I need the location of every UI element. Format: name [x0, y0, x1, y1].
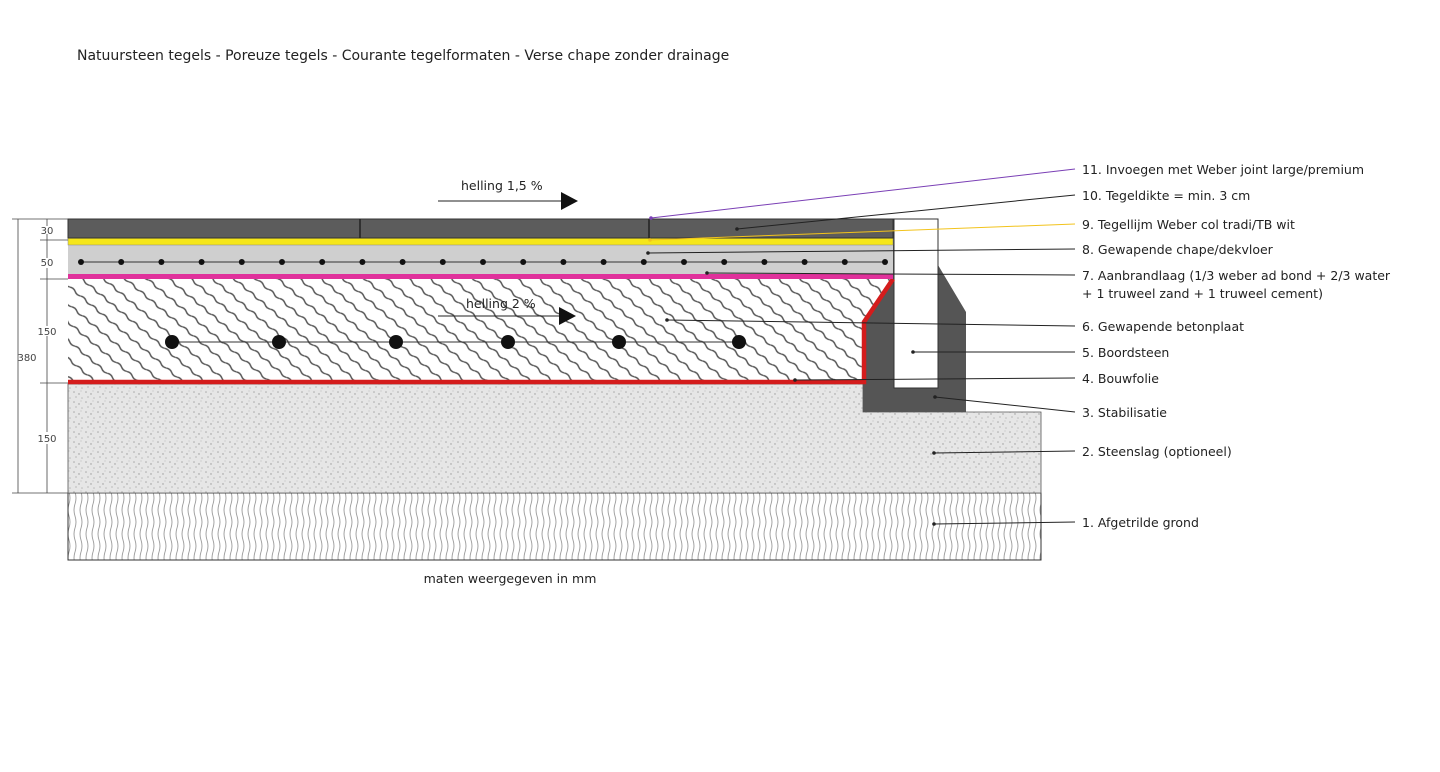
rebar-dot	[600, 259, 607, 265]
rebar-dot	[681, 259, 687, 265]
slab-rebar-dots	[165, 335, 746, 349]
leader-line	[666, 319, 1076, 327]
leader-arrowhead	[705, 271, 709, 275]
rebar-dot	[319, 259, 326, 265]
leader-arrowhead	[932, 451, 936, 455]
rebar-dot	[272, 335, 286, 349]
rebar-dot	[198, 259, 205, 265]
layer-ground	[67, 492, 1042, 561]
label-8-screed: 8. Gewapende chape/dekvloer	[1082, 242, 1274, 257]
label-7-bond-coat-line2: + 1 truweel zand + 1 truweel cement)	[1082, 286, 1323, 301]
arrow-right-icon	[561, 192, 578, 210]
leader-arrowhead	[649, 216, 653, 220]
leader-line	[706, 272, 1076, 276]
rebar-dot	[78, 259, 84, 265]
leader-line	[649, 223, 1076, 241]
label-11-grout: 11. Invoegen met Weber joint large/premi…	[1082, 162, 1364, 177]
layer-adhesive	[67, 237, 894, 246]
leader-arrowhead	[793, 378, 797, 382]
leader-line	[647, 248, 1076, 254]
layer-foil	[68, 277, 895, 385]
label-10-tile-thickness: 10. Tegeldikte = min. 3 cm	[1082, 188, 1250, 203]
screed-rebar-dots	[78, 259, 888, 265]
rebar-dot	[439, 259, 446, 265]
label-9-tile-adhesive: 9. Tegellijm Weber col tradi/TB wit	[1082, 217, 1295, 232]
rebar-dot	[165, 335, 179, 349]
layer-screed	[68, 245, 893, 274]
rebar-dot	[801, 259, 808, 265]
leader-line	[736, 194, 1076, 230]
kerb-stone	[893, 218, 939, 389]
rebar-dot	[612, 335, 626, 349]
leader-arrowhead	[932, 522, 936, 526]
rebar-dot	[359, 259, 366, 265]
rebar-dot	[560, 259, 567, 265]
label-5-kerb: 5. Boordsteen	[1082, 345, 1169, 360]
rebar-dot	[118, 259, 125, 265]
label-1-ground: 1. Afgetrilde grond	[1082, 515, 1199, 530]
footnote: maten weergegeven in mm	[424, 571, 597, 586]
rebar-dot	[882, 259, 888, 265]
rebar-dot	[732, 335, 746, 349]
label-2-gravel: 2. Steenslag (optioneel)	[1082, 444, 1232, 459]
leader-line	[933, 521, 1076, 525]
label-3-stabilisation: 3. Stabilisatie	[1082, 405, 1167, 420]
leader-arrowhead	[911, 350, 915, 354]
rebar-dot	[238, 259, 245, 265]
rebar-dot	[501, 335, 515, 349]
slope-label-top: helling 1,5 %	[461, 178, 543, 193]
dim-slab: 150	[37, 327, 56, 338]
layer-tiles	[67, 218, 894, 239]
leader-line	[650, 168, 1076, 219]
leader-arrowhead	[646, 251, 650, 255]
rebar-dot	[399, 259, 406, 265]
dim-total: 380	[17, 353, 36, 364]
dim-screed: 50	[41, 258, 54, 269]
dimension-lines	[12, 218, 68, 494]
layer-bond-coat	[68, 274, 893, 279]
leader-arrowhead	[735, 227, 739, 231]
rebar-dot	[279, 259, 285, 265]
leader-arrowhead	[665, 318, 669, 322]
arrow-right-icon	[559, 307, 576, 325]
drawing-title: Natuursteen tegels - Poreuze tegels - Co…	[77, 48, 729, 64]
label-7-bond-coat: 7. Aanbrandlaag (1/3 weber ad bond + 2/3…	[1082, 268, 1391, 283]
rebar-dot	[640, 259, 647, 265]
label-6-concrete-slab: 6. Gewapende betonplaat	[1082, 319, 1244, 334]
leader-lines	[646, 168, 1076, 526]
dim-gravel: 150	[37, 434, 56, 445]
rebar-dot	[480, 259, 486, 265]
leader-arrowhead	[648, 238, 652, 242]
rebar-dot	[158, 259, 165, 265]
leader-arrowhead	[933, 395, 937, 399]
rebar-dot	[841, 259, 848, 265]
rebar-dot	[520, 259, 527, 265]
slope-label-slab: helling 2 %	[466, 296, 536, 311]
rebar-dot	[761, 259, 768, 265]
leader-line	[933, 450, 1076, 454]
leader-line	[794, 377, 1076, 381]
rebar-dot	[721, 259, 728, 265]
dim-tile: 30	[41, 226, 54, 237]
label-4-foil: 4. Bouwfolie	[1082, 371, 1159, 386]
rebar-dot	[389, 335, 403, 349]
leader-line	[934, 396, 1076, 413]
